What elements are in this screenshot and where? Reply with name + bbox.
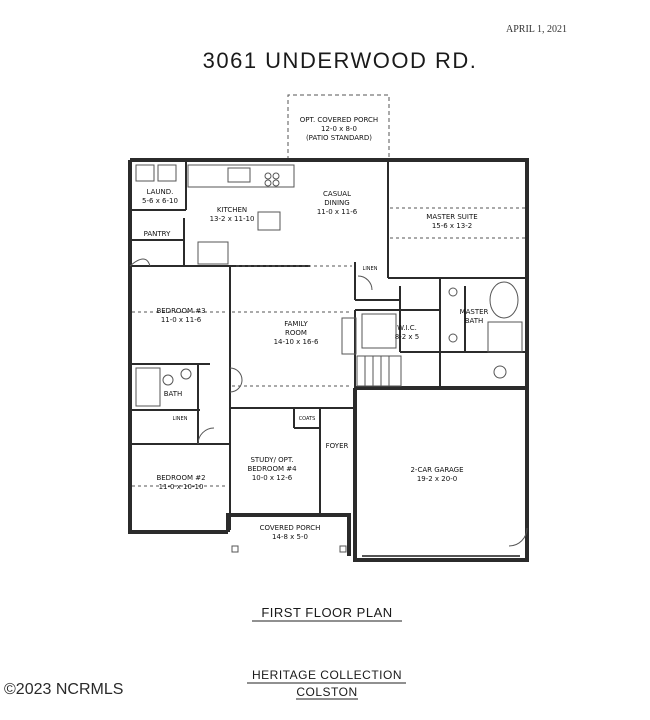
interior-walls [130, 160, 527, 530]
pantry-name: PANTRY [144, 230, 171, 238]
study-name-2: BEDROOM #4 [247, 465, 297, 473]
family-room-name-2: ROOM [285, 329, 307, 337]
wic-dims: 8-2 x 5 [395, 333, 419, 341]
master-suite-dims: 15-6 x 13-2 [432, 222, 472, 230]
plan-title: FIRST FLOOR PLAN [261, 605, 392, 620]
casual-dining-name: CASUAL [323, 190, 351, 198]
exterior-walls [128, 158, 529, 562]
master-bath-name: MASTER [460, 308, 489, 316]
bedroom3-dims: 11-0 x 11-6 [161, 316, 202, 324]
casual-dining-dims: 11-0 x 11-6 [317, 208, 358, 216]
family-room-dims: 14-10 x 16-6 [274, 338, 319, 346]
study-dims: 10-0 x 12-6 [252, 474, 293, 482]
kitchen-name: KITCHEN [217, 206, 247, 214]
address-title: 3061 UNDERWOOD RD. [203, 48, 478, 73]
kitchen-dims: 13-2 x 11-10 [210, 215, 255, 223]
bedroom2-dims: 11-0 x 10-10 [159, 483, 204, 491]
master-bath-name-2: BATH [465, 317, 484, 325]
garage-dims: 19-2 x 20-0 [417, 475, 457, 483]
room-labels: LAUND. 5-6 x 6-10 PANTRY KITCHEN 13-2 x … [142, 188, 489, 541]
patio-dims: 12-0 x 8-0 [321, 125, 357, 133]
bath-name: BATH [164, 390, 183, 398]
family-room-name: FAMILY [284, 320, 308, 328]
casual-dining-name-2: DINING [324, 199, 349, 207]
foyer-name: FOYER [326, 442, 349, 450]
garage-name: 2-CAR GARAGE [410, 466, 463, 474]
patio-note: (PATIO STANDARD) [306, 134, 372, 142]
linen-lower-name: LINEN [173, 416, 188, 422]
front-porch-dims: 14-8 x 5-0 [272, 533, 308, 541]
watermark: ©2023 NCRMLS [4, 681, 123, 698]
model-name: COLSTON [296, 685, 357, 699]
linen-upper-name: LINEN [363, 266, 378, 272]
plan-date: APRIL 1, 2021 [506, 24, 567, 35]
laundry-name: LAUND. [147, 188, 174, 196]
patio-outline [287, 94, 390, 160]
wic-name: W.I.C. [397, 324, 417, 332]
bedroom2-name: BEDROOM #2 [156, 474, 205, 482]
collection-name: HERITAGE COLLECTION [252, 668, 402, 682]
fixtures [129, 164, 528, 557]
coats-name: COATS [299, 416, 316, 422]
study-name: STUDY/ OPT. [250, 456, 293, 464]
front-porch-name: COVERED PORCH [260, 524, 321, 532]
patio-label: OPT. COVERED PORCH [300, 116, 378, 124]
bedroom3-name: BEDROOM #3 [156, 307, 205, 315]
laundry-dims: 5-6 x 6-10 [142, 197, 178, 205]
master-suite-name: MASTER SUITE [426, 213, 477, 221]
